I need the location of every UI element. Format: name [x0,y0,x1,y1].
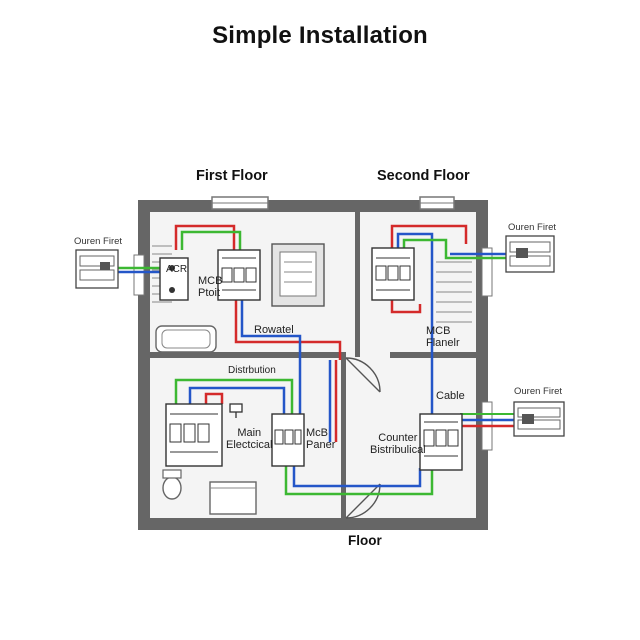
cabinet [209,481,257,515]
door-center [345,357,381,393]
mcb-panel [271,413,305,467]
breaker-panel-second-floor [371,247,415,301]
main-electrical-label: Main Electcical [226,427,273,451]
toilet [162,476,182,500]
diagram-title: Simple Installation [212,22,428,49]
acr-panel [159,257,189,301]
window-left [133,254,145,296]
wire-first-floor [174,224,342,414]
outlet-box-left [75,249,119,289]
wire-main-to-counter [284,360,434,496]
outlet-box-right-top [505,235,555,273]
outlet-right-mid-label: Ouren Firet [514,386,563,397]
window-right-upper [481,247,493,297]
main-electrical-panel [165,403,223,467]
distribution-label: Distrbution [228,365,276,376]
wall-vertical-upper [355,212,360,357]
cable-label: Cable [436,390,465,402]
outlet-box-right-mid [513,401,565,437]
stairs-right [436,261,472,323]
door-bottom [345,483,381,519]
counter-distribution-panel [419,413,463,471]
mcb-panel-label: McB Paner [306,427,336,451]
ground-floor-label: Floor [348,533,382,548]
wall-vertical-lower [341,352,346,518]
breaker-panel-first-floor [217,249,261,301]
outlet-left-label: Ouren Firet [74,236,123,247]
rowatel-label: Rowatel [254,324,294,336]
wire-second-floor [390,224,510,430]
counter-distribution-label: Counter Bistribulical [370,432,426,456]
wire-right-mid-feed [460,413,524,428]
second-floor-label: Second Floor [377,168,470,184]
outlet-right-top-label: Ouren Firet [508,222,557,233]
wire-distribution [174,378,294,414]
mcb-flanelr-label: MCB Flanelr [426,325,460,349]
wall-horizontal-left [150,352,340,358]
junction-symbol [229,403,243,418]
acr-label: ACR [166,264,188,275]
first-floor-label: First Floor [196,168,268,184]
distribution-board-center [271,243,325,307]
mcb-port-label: MCB Ptoit [198,275,223,299]
